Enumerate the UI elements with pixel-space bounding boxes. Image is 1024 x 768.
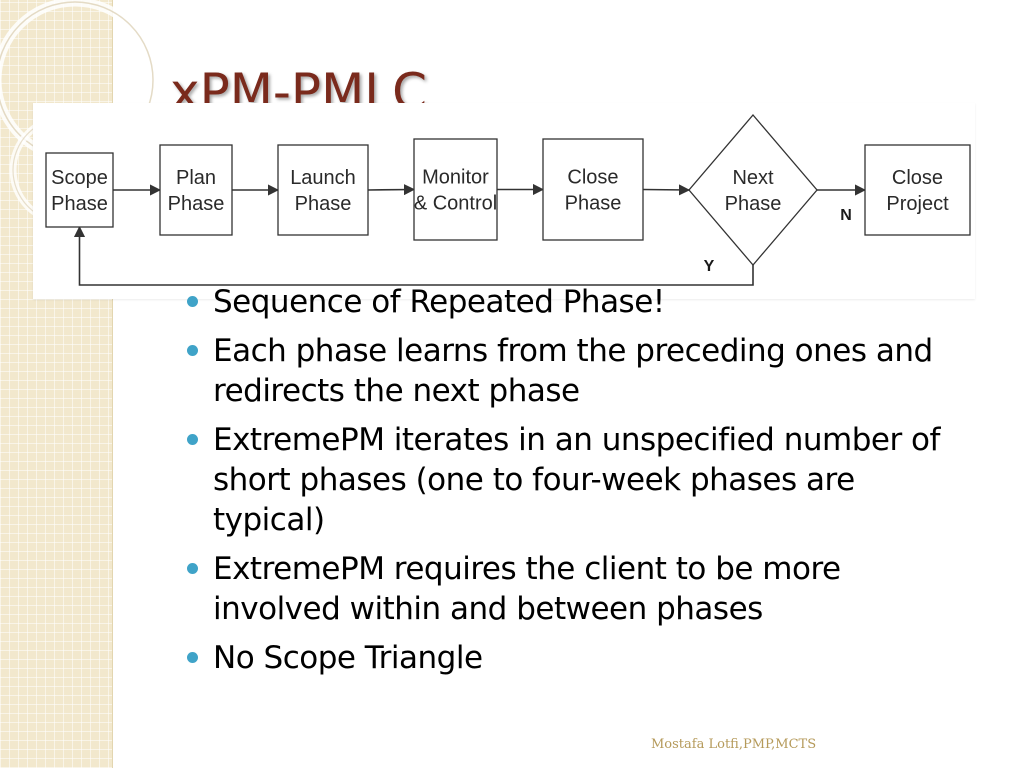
plan-phase-node (159, 144, 233, 236)
scope-phase-label: Phase (51, 193, 108, 215)
bullet-dot-icon (187, 434, 198, 445)
bullet-text: No Scope Triangle (213, 640, 483, 676)
close-phase-node (542, 138, 644, 241)
edge-close-phase-to-next-phase (642, 184, 691, 196)
launch-phase-node (277, 144, 369, 236)
bullet-text: Sequence of Repeated Phase! (213, 284, 665, 320)
close-project-label: Close (892, 167, 943, 189)
bullet-item: Sequence of Repeated Phase! (185, 282, 975, 322)
close-project-node (864, 144, 971, 236)
bullet-item: ExtremePM iterates in an unspecified num… (185, 420, 975, 540)
edge-next-phase-to-scope-phase (73, 225, 754, 286)
bullet-dot-icon (187, 652, 198, 663)
bullet-dot-icon (187, 296, 198, 307)
bullet-text: Each phase learns from the preceding one… (213, 333, 933, 409)
monitor-control-label: Monitor (422, 167, 489, 189)
bullet-text: ExtremePM requires the client to be more… (213, 551, 841, 627)
monitor-control-label: & Control (414, 193, 497, 215)
edge-label-y: Y (704, 258, 715, 275)
launch-phase-label: Phase (295, 193, 352, 215)
bullet-item: Each phase learns from the preceding one… (185, 331, 975, 411)
edge-label-n: N (840, 207, 852, 224)
close-phase-label: Close (567, 167, 618, 189)
bullet-dot-icon (187, 345, 198, 356)
bullet-text: ExtremePM iterates in an unspecified num… (213, 422, 940, 538)
scope-phase-node (45, 152, 114, 228)
next-phase-label: Phase (725, 193, 782, 215)
edge-launch-phase-to-monitor-control (367, 184, 416, 196)
bullet-list: Sequence of Repeated Phase! Each phase l… (185, 282, 975, 687)
next-phase-label: Next (732, 167, 774, 189)
close-project-label: Project (886, 193, 949, 215)
close-phase-label: Phase (565, 193, 622, 215)
next-phase-node (688, 113, 818, 267)
bullet-item: No Scope Triangle (185, 638, 975, 678)
plan-phase-label: Plan (176, 167, 216, 189)
launch-phase-label: Launch (290, 167, 356, 189)
bullet-dot-icon (187, 563, 198, 574)
footer-author: Mostafa Lotfi,PMP,MCTS (651, 737, 817, 752)
plan-phase-label: Phase (168, 193, 225, 215)
scope-phase-label: Scope (51, 167, 108, 189)
bullet-item: ExtremePM requires the client to be more… (185, 549, 975, 629)
monitor-control-node (413, 138, 498, 241)
